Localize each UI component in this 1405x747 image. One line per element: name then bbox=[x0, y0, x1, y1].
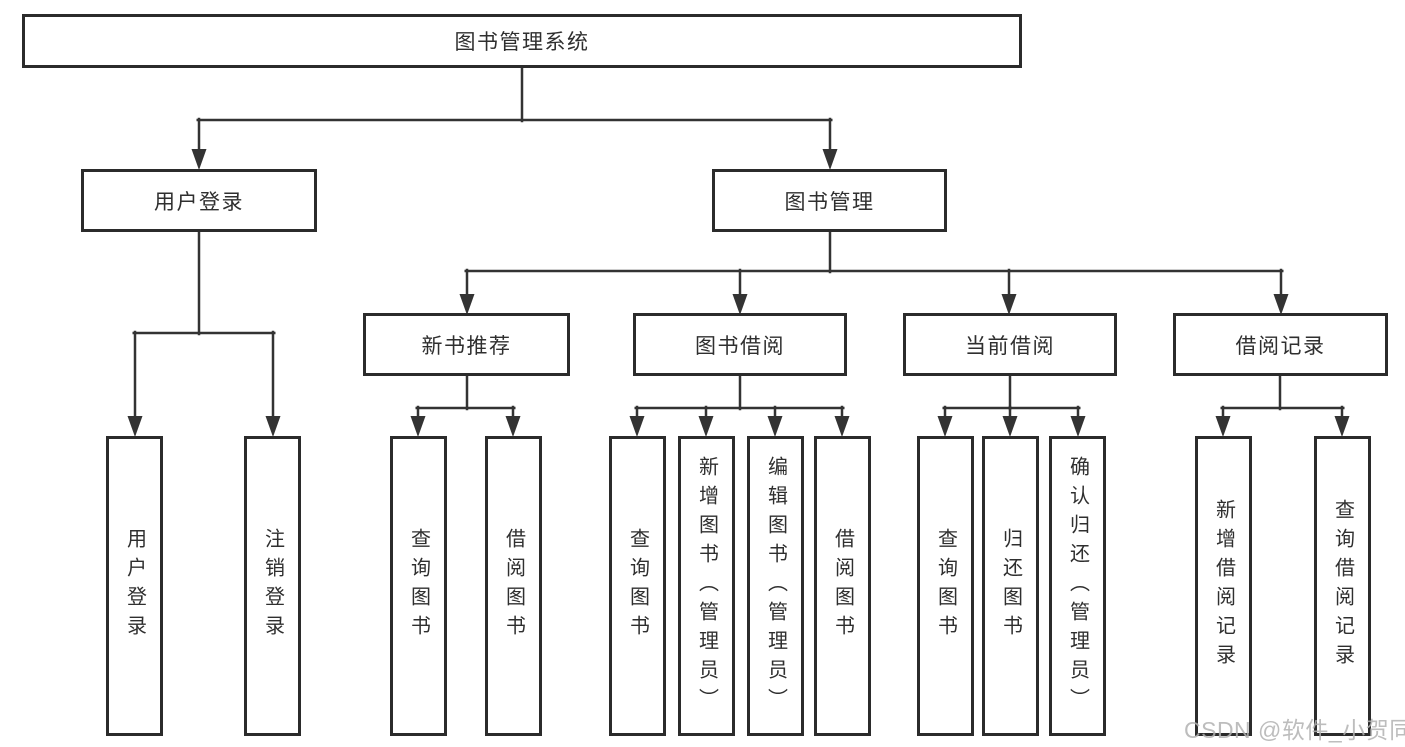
leaf-user-login: 用户登录 bbox=[106, 436, 163, 736]
connector-current-borrowing-to-leaves bbox=[937, 373, 1086, 437]
leaf-query-books-recommend: 查询图书 bbox=[390, 436, 447, 736]
connector-borrow-records-to-leaves bbox=[1215, 373, 1350, 437]
node-user-login: 用户登录 bbox=[81, 169, 317, 232]
connector-root-to-level2 bbox=[191, 65, 838, 170]
leaf-logout: 注销登录 bbox=[244, 436, 301, 736]
leaf-edit-book-admin: 编辑图书（管理员） bbox=[747, 436, 804, 736]
csdn-watermark: CSDN @软件_小贺同学 bbox=[1184, 717, 1405, 743]
connector-book-borrowing-to-leaves bbox=[629, 373, 850, 437]
leaf-borrow-books-borrowing: 借阅图书 bbox=[814, 436, 871, 736]
leaf-query-borrow-record: 查询借阅记录 bbox=[1314, 436, 1371, 736]
node-current-borrowing: 当前借阅 bbox=[903, 313, 1117, 376]
leaf-query-books-borrowing: 查询图书 bbox=[609, 436, 666, 736]
connector-user-login-to-leaves bbox=[127, 229, 281, 437]
leaf-query-books-current: 查询图书 bbox=[917, 436, 974, 736]
connector-new-book-rec-to-leaves bbox=[410, 373, 521, 437]
node-book-management: 图书管理 bbox=[712, 169, 947, 232]
leaf-return-books: 归还图书 bbox=[982, 436, 1039, 736]
leaf-add-book-admin: 新增图书（管理员） bbox=[678, 436, 735, 736]
leaf-confirm-return-admin: 确认归还（管理员） bbox=[1049, 436, 1106, 736]
leaf-borrow-books-recommend: 借阅图书 bbox=[485, 436, 542, 736]
connector-book-mgmt-to-level3 bbox=[459, 229, 1289, 315]
node-new-book-recommend: 新书推荐 bbox=[363, 313, 570, 376]
node-borrowing-records: 借阅记录 bbox=[1173, 313, 1388, 376]
node-root: 图书管理系统 bbox=[22, 14, 1022, 68]
node-book-borrowing: 图书借阅 bbox=[633, 313, 847, 376]
leaf-add-borrow-record: 新增借阅记录 bbox=[1195, 436, 1252, 736]
